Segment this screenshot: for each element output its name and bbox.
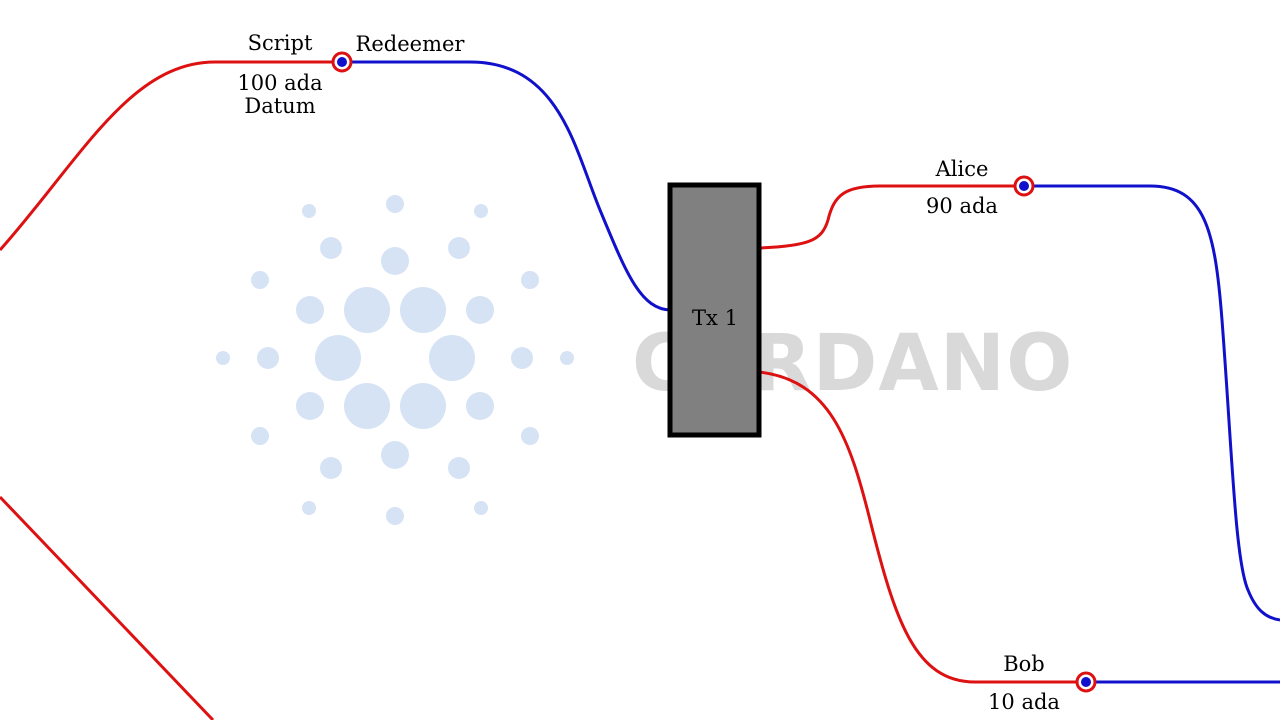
cardano-logo-dot [296,392,324,420]
script-utxo-marker [331,51,353,73]
script-input-line [0,60,342,251]
cardano-logo-dot [302,204,316,218]
cardano-logo-dot [511,347,533,369]
cardano-logo-dot [560,351,574,365]
cardano-logo-dot [448,457,470,479]
cardano-logo-dot [344,287,390,333]
alice-amount: 90 ada [926,194,998,218]
script-title: Script [248,31,313,55]
cardano-logo-dot [302,501,316,515]
alice-continuation-line [1024,184,1280,622]
cardano-logo-dot [315,335,361,381]
cardano-logo-dot [466,392,494,420]
cardano-logo-dot [381,247,409,275]
cardano-logo-dot [381,441,409,469]
cardano-logo-dot [466,296,494,324]
alice-utxo-marker [1013,175,1035,197]
transaction-box [667,182,762,438]
cardano-logo-dot [400,383,446,429]
cardano-logo-dot [251,271,269,289]
cardano-logo-dot [386,195,404,213]
cardano-logo-dot [474,204,488,218]
cardano-logo-dot [521,271,539,289]
cardano-logo-dot [474,501,488,515]
cardano-logo-dot [344,383,390,429]
cardano-logo-dot [216,351,230,365]
bob-title: Bob [1003,652,1045,676]
bob-output-line [758,370,1086,684]
cardano-logo-dot [448,237,470,259]
lower-left-line [0,495,215,720]
cardano-logo-dot [296,296,324,324]
transaction-label: Tx 1 [692,306,738,330]
cardano-logo-dot [386,507,404,525]
cardano-logo-dot [251,427,269,445]
alice-output-line [758,184,1024,250]
bob-amount: 10 ada [988,690,1060,714]
bob-utxo-marker [1075,671,1097,693]
script-amount: 100 ada [237,71,322,95]
cardano-logo-dot [257,347,279,369]
cardano-logo-icon [216,195,574,525]
cardano-logo-dot [521,427,539,445]
redeemer-line [342,60,672,312]
cardano-logo-dot [429,335,475,381]
cardano-logo-dot [400,287,446,333]
script-datum-label: Datum [244,94,315,118]
cardano-logo-dot [320,237,342,259]
cardano-logo-dot [320,457,342,479]
redeemer-label: Redeemer [356,32,466,56]
alice-title: Alice [935,157,989,181]
